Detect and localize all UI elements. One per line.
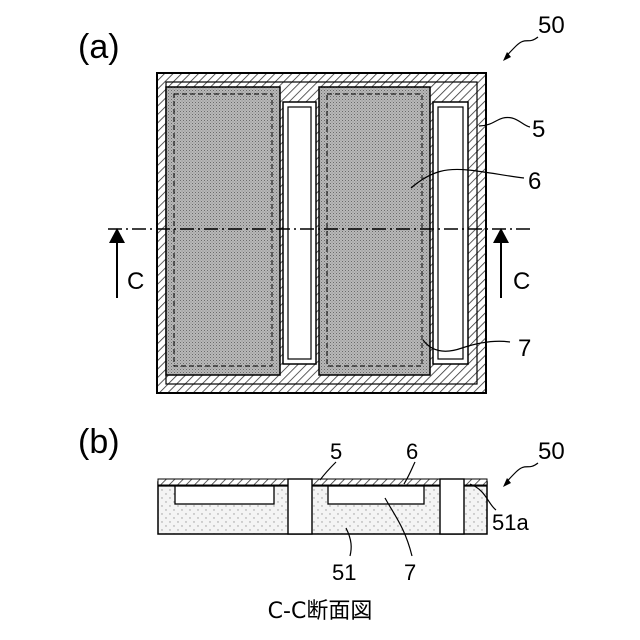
arrow-50-b	[503, 478, 511, 487]
panel-b: (b) 50 5 6 51a 51 7 C-C断面図	[78, 423, 565, 624]
through-slot-right	[440, 479, 464, 534]
ref-51: 51	[332, 560, 356, 585]
ref-layer7-a: 7	[518, 335, 531, 362]
recess-right	[328, 486, 424, 504]
ref-7-b: 7	[404, 560, 416, 585]
cross-layer-5	[158, 479, 487, 485]
ref-layer5-b: 5	[330, 439, 342, 464]
ref-device-50-b: 50	[538, 438, 565, 465]
section-arrow-left-head	[109, 228, 125, 243]
ref-51a: 51a	[492, 510, 529, 535]
recess-left	[175, 486, 274, 504]
through-slot-left	[288, 479, 312, 534]
ref-layer6-a: 6	[528, 168, 541, 195]
ref-layer5-a: 5	[532, 116, 545, 143]
leader-50-a	[505, 37, 538, 58]
ref-device-50-a: 50	[538, 12, 565, 39]
arrow-50-a	[503, 52, 511, 61]
panel-b-label: (b)	[78, 423, 120, 461]
section-label-right: C	[513, 268, 530, 295]
electrode-left	[166, 87, 280, 375]
electrode-right	[319, 87, 430, 375]
slot-left-inner	[288, 107, 311, 359]
section-arrow-right-head	[493, 228, 509, 243]
panel-a: (a) 50 C C 5 6 7	[78, 12, 565, 393]
panel-a-label: (a)	[78, 28, 120, 66]
leader-50-b	[505, 463, 538, 484]
slot-right-inner	[438, 107, 463, 359]
ref-layer6-b: 6	[406, 439, 418, 464]
section-label-left: C	[127, 268, 144, 295]
section-caption: C-C断面図	[268, 599, 373, 624]
leader-5-b	[320, 462, 336, 480]
